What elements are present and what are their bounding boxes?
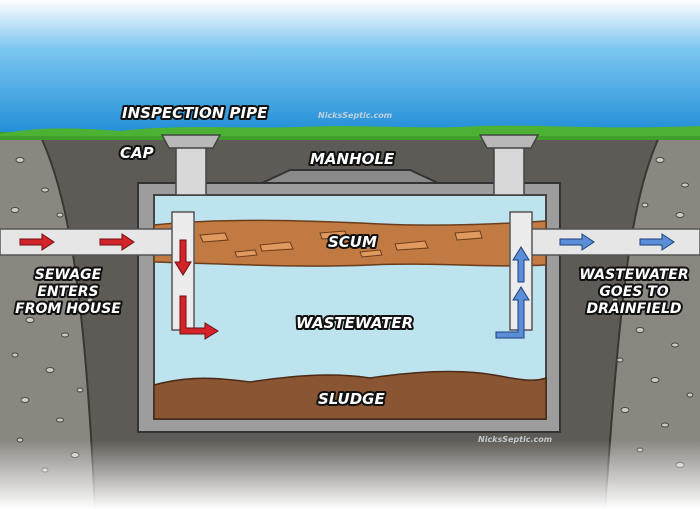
sludge-layer bbox=[153, 370, 547, 420]
cap-right bbox=[478, 134, 540, 149]
arrow-right-icon bbox=[19, 233, 55, 251]
arrow-up-icon bbox=[512, 246, 530, 283]
label-inlet: SEWAGE ENTERS FROM HOUSE bbox=[13, 265, 123, 319]
label-inlet-line-1: SEWAGE bbox=[35, 267, 102, 283]
label-cap: CAP bbox=[120, 144, 154, 162]
arrow-right-icon bbox=[639, 233, 675, 251]
bottom-fade bbox=[0, 440, 700, 509]
watermark-bottom: NicksSeptic.com bbox=[478, 435, 552, 444]
watermark-top: NicksSeptic.com bbox=[318, 111, 392, 120]
arrow-right-icon bbox=[559, 233, 595, 251]
label-manhole: MANHOLE bbox=[310, 150, 395, 168]
arrow-down-icon bbox=[174, 239, 192, 276]
scum-texture bbox=[199, 230, 483, 258]
sky bbox=[0, 0, 700, 140]
inspection-pipe-right bbox=[493, 139, 525, 196]
inflow-arrows bbox=[19, 233, 219, 340]
label-inlet-line-3: FROM HOUSE bbox=[15, 301, 121, 317]
label-sludge: SLUDGE bbox=[318, 390, 385, 408]
label-outlet-line-1: WASTEWATER bbox=[579, 267, 688, 283]
label-inspection-pipe: INSPECTION PIPE bbox=[122, 104, 268, 122]
label-outlet: WASTEWATER GOES TO DRAINFIELD bbox=[577, 265, 690, 319]
grass-tufts bbox=[0, 125, 700, 136]
outflow-arrows bbox=[495, 233, 675, 339]
label-wastewater: WASTEWATER bbox=[296, 314, 413, 332]
manhole-lid bbox=[261, 169, 439, 184]
label-scum: SCUM bbox=[328, 233, 377, 251]
inspection-pipe-left bbox=[175, 139, 207, 196]
label-outlet-line-2: GOES TO bbox=[599, 284, 668, 300]
label-inlet-line-2: ENTERS bbox=[37, 284, 98, 300]
arrow-elbow-up-icon bbox=[495, 286, 530, 339]
label-outlet-line-3: DRAINFIELD bbox=[586, 301, 681, 317]
arrow-elbow-icon bbox=[179, 295, 219, 340]
arrow-right-icon bbox=[99, 233, 135, 251]
cap-left bbox=[160, 134, 222, 149]
